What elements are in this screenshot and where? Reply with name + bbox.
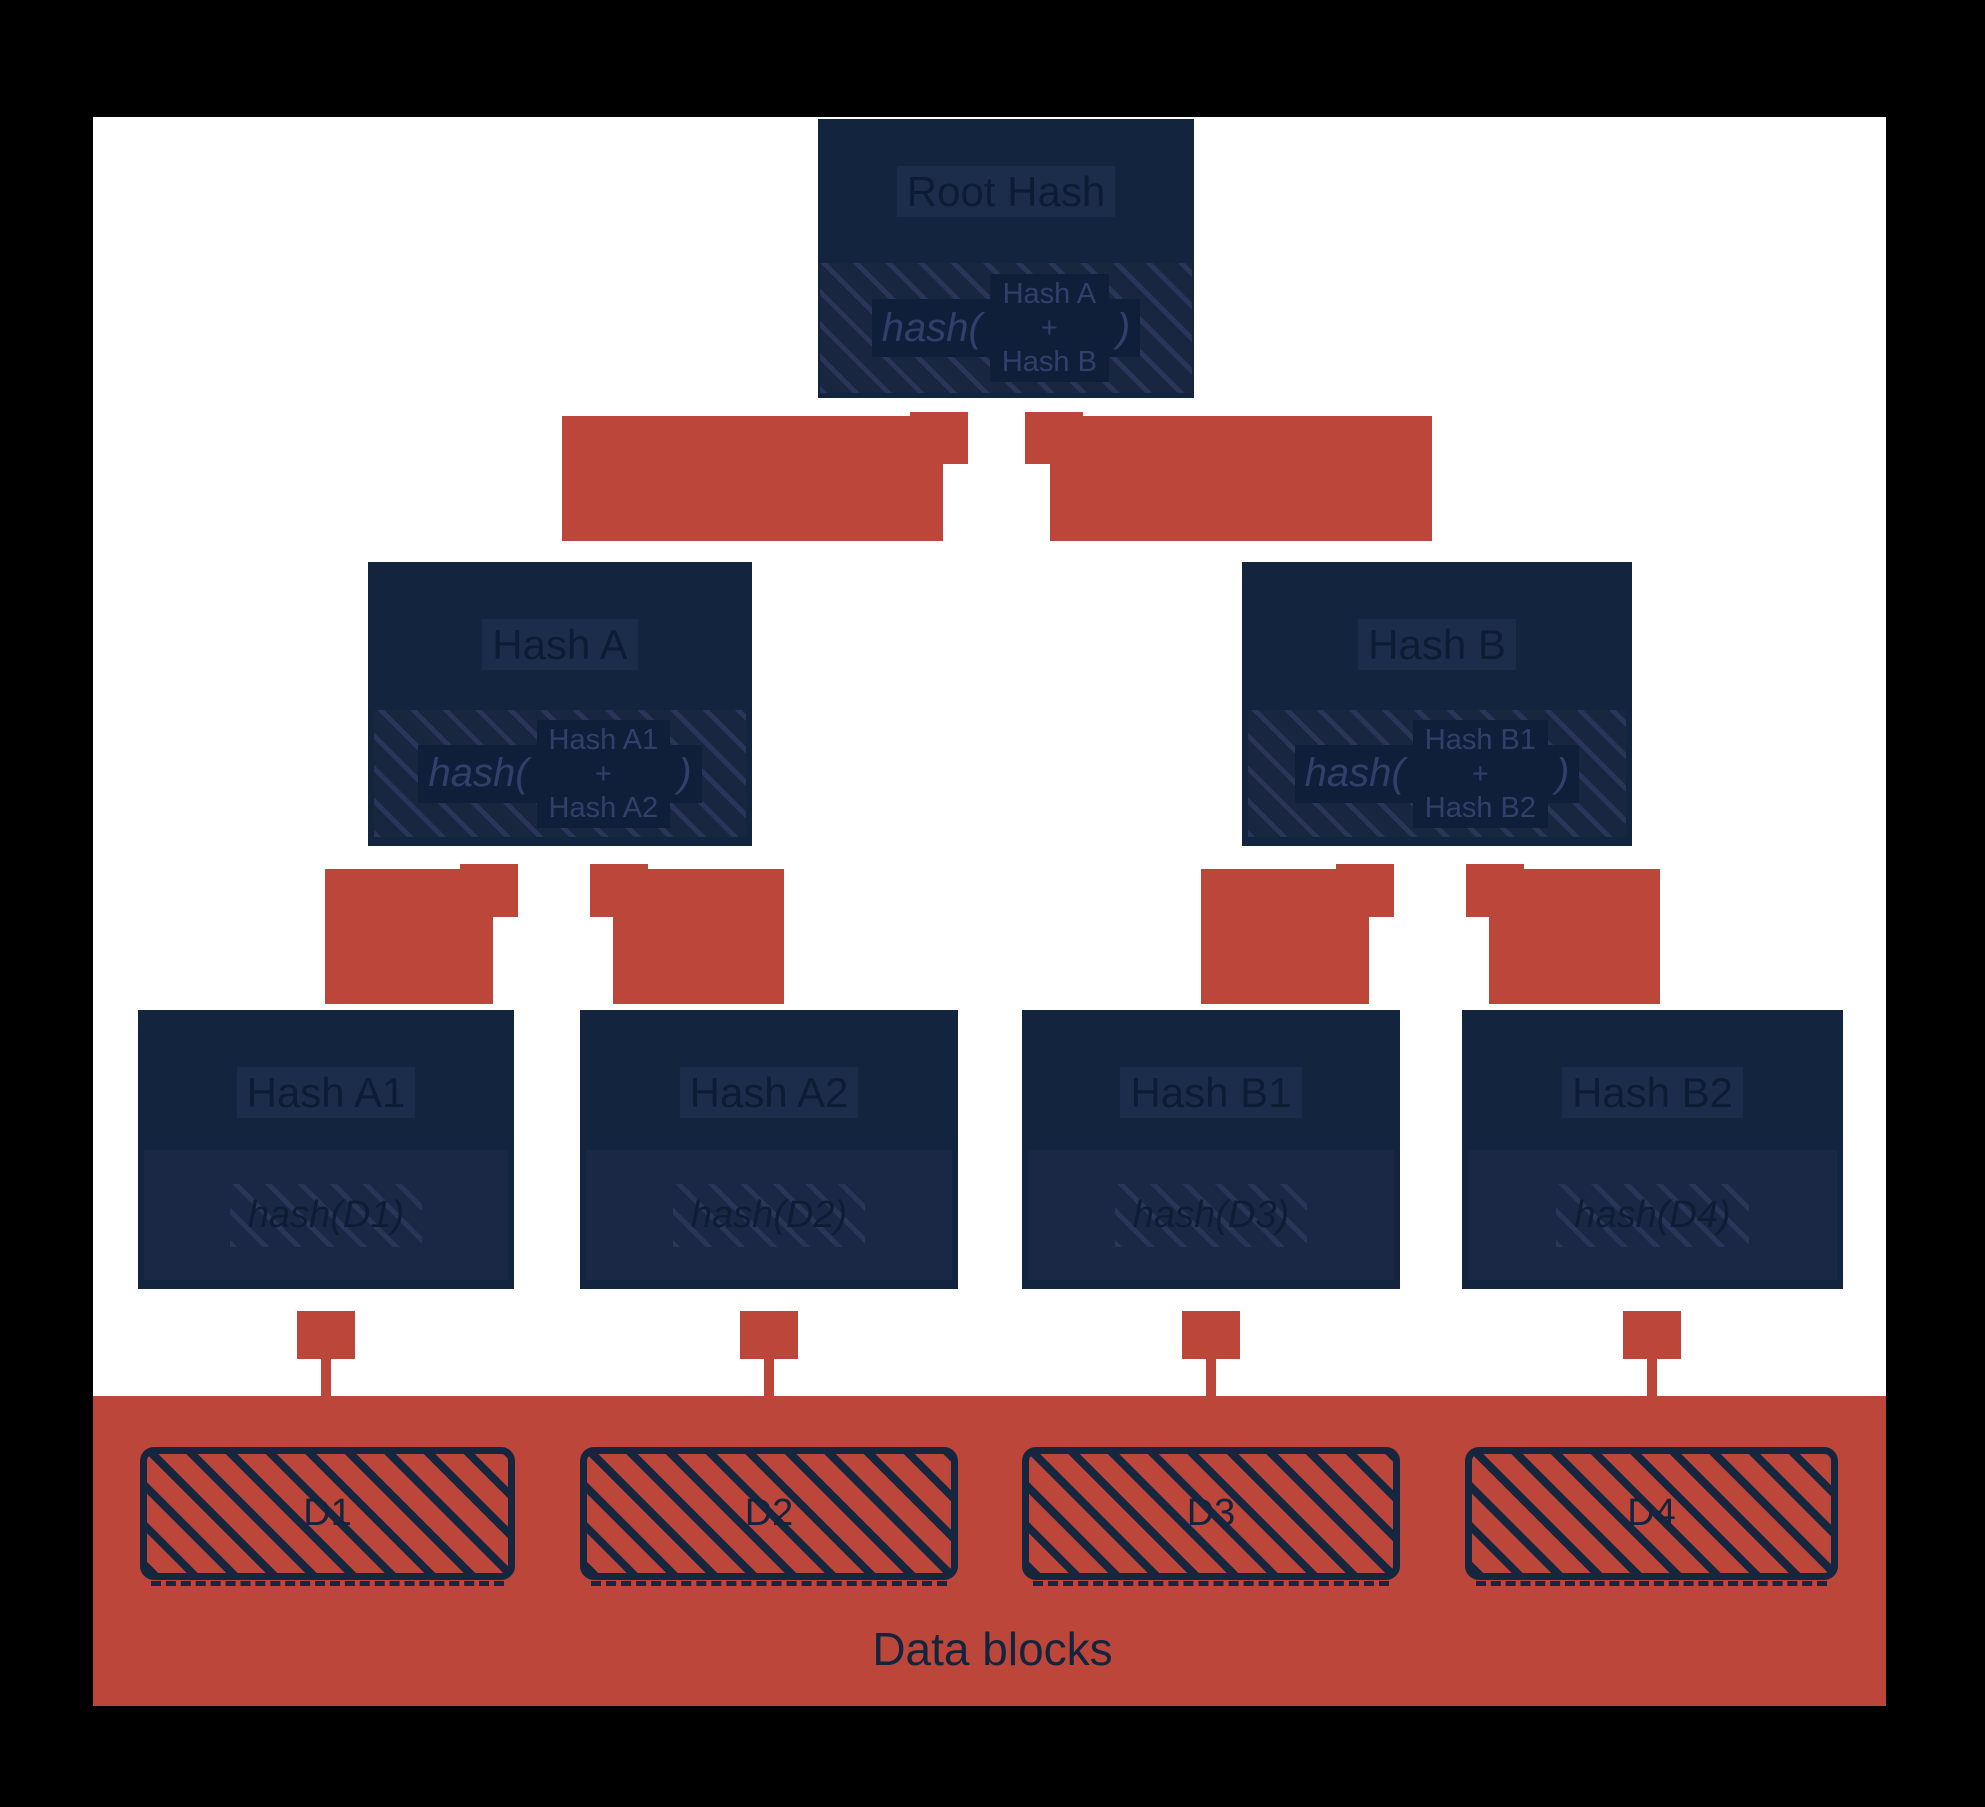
hash-a-formula-close: ) [670,751,700,796]
root-operand-bottom: Hash B [1001,346,1097,378]
root-formula-open: hash( [873,305,990,351]
data-blocks-label: Data blocks [872,1623,1113,1675]
hash-b1-formula-panel: hash(D3) [1028,1150,1394,1280]
connector-leaf1-stub [297,1311,355,1359]
hash-b-formula-open: hash( [1296,751,1413,796]
root-operator-plus: + [1040,312,1058,344]
connector-leaf1-line [321,1359,331,1397]
data-block-d2: D2 [580,1447,958,1586]
hash-a2-title-text: Hash A2 [679,1067,859,1118]
hash-b-formula-panel: hash( Hash B1 + Hash B2 ) [1248,710,1626,837]
hash-a-title: Hash A [368,619,752,670]
connector-a-left-stub [460,864,518,917]
hash-a1-node: Hash A1 hash(D1) [138,1010,514,1289]
hash-b-node: Hash B hash( Hash B1 + Hash B2 ) [1242,562,1632,846]
hash-a-operator-plus: + [594,757,612,790]
data-block-d2-label: D2 [744,1492,794,1534]
hash-b1-title: Hash B1 [1022,1067,1400,1118]
data-block-d4-label: D4 [1627,1492,1676,1534]
data-block-d4: D4 [1465,1447,1838,1586]
connector-b-right-stub [1466,864,1524,917]
root-hash-formula-panel: hash( Hash A + Hash B ) [820,263,1192,393]
hash-b2-title-text: Hash B2 [1561,1067,1744,1118]
root-hash-node: Root Hash hash( Hash A + Hash B ) [818,119,1194,398]
hash-a-formula-operands: Hash A1 + Hash A2 [536,719,671,828]
connector-leaf3-stub [1182,1311,1240,1359]
hash-a2-title: Hash A2 [580,1067,958,1118]
hash-a1-title-text: Hash A1 [236,1067,416,1118]
connector-leaf2-stub [740,1311,798,1359]
hash-a-formula: hash( Hash A1 + Hash A2 ) [418,719,702,828]
hash-a-title-text: Hash A [482,619,638,670]
hash-a-formula-open: hash( [420,751,537,796]
root-operand-top: Hash A [1002,278,1097,310]
hash-b1-formula: hash(D3) [1114,1183,1308,1247]
hash-a-formula-panel: hash( Hash A1 + Hash A2 ) [374,710,746,837]
hash-b2-formula-panel: hash(D4) [1468,1150,1837,1280]
connector-leaf4-line [1647,1359,1657,1397]
hash-a1-formula: hash(D1) [229,1183,423,1247]
hash-a-operand-top: Hash A1 [548,723,659,756]
hash-a1-formula-panel: hash(D1) [144,1150,508,1280]
hash-a2-formula-panel: hash(D2) [586,1150,952,1280]
hash-b1-title-text: Hash B1 [1120,1067,1302,1118]
hash-b-formula: hash( Hash B1 + Hash B2 ) [1294,719,1580,828]
hash-b2-formula: hash(D4) [1556,1183,1749,1247]
hash-b2-title: Hash B2 [1462,1067,1843,1118]
connector-leaf4-stub [1623,1311,1681,1359]
hash-b1-node: Hash B1 hash(D3) [1022,1010,1400,1289]
hash-b-operand-top: Hash B1 [1424,723,1536,756]
hash-a-node: Hash A hash( Hash A1 + Hash A2 ) [368,562,752,846]
data-block-d1-label: D1 [303,1492,352,1534]
root-formula-close: ) [1108,305,1139,351]
connector-root-left-bar [562,416,943,541]
hash-b-title: Hash B [1242,619,1632,670]
root-hash-formula: hash( Hash A + Hash B ) [871,274,1141,382]
hash-b2-node: Hash B2 hash(D4) [1462,1010,1843,1289]
connector-root-right-bar [1050,416,1432,541]
connector-root-right-stub [1025,412,1083,464]
hash-a2-formula: hash(D2) [672,1183,866,1247]
hash-b-operand-bottom: Hash B2 [1424,791,1536,824]
hash-b-title-text: Hash B [1358,619,1516,670]
hash-a2-node: Hash A2 hash(D2) [580,1010,958,1289]
connector-root-left-stub [910,412,968,464]
data-block-d3-label: D3 [1186,1492,1236,1534]
hash-a-operand-bottom: Hash A2 [548,791,659,824]
root-hash-title-text: Root Hash [896,166,1116,217]
hash-b-formula-operands: Hash B1 + Hash B2 [1412,719,1548,828]
hash-b-operator-plus: + [1471,757,1489,790]
connector-leaf2-line [764,1359,774,1397]
root-hash-title: Root Hash [818,166,1194,217]
data-block-d3: D3 [1022,1447,1400,1586]
connector-a-right-stub [590,864,648,917]
root-formula-operands: Hash A + Hash B [989,274,1109,382]
connector-b-left-stub [1336,864,1394,917]
data-block-d1: D1 [140,1447,515,1586]
hash-b-formula-close: ) [1547,751,1578,796]
connector-leaf3-line [1206,1359,1216,1397]
hash-a1-title: Hash A1 [138,1067,514,1118]
